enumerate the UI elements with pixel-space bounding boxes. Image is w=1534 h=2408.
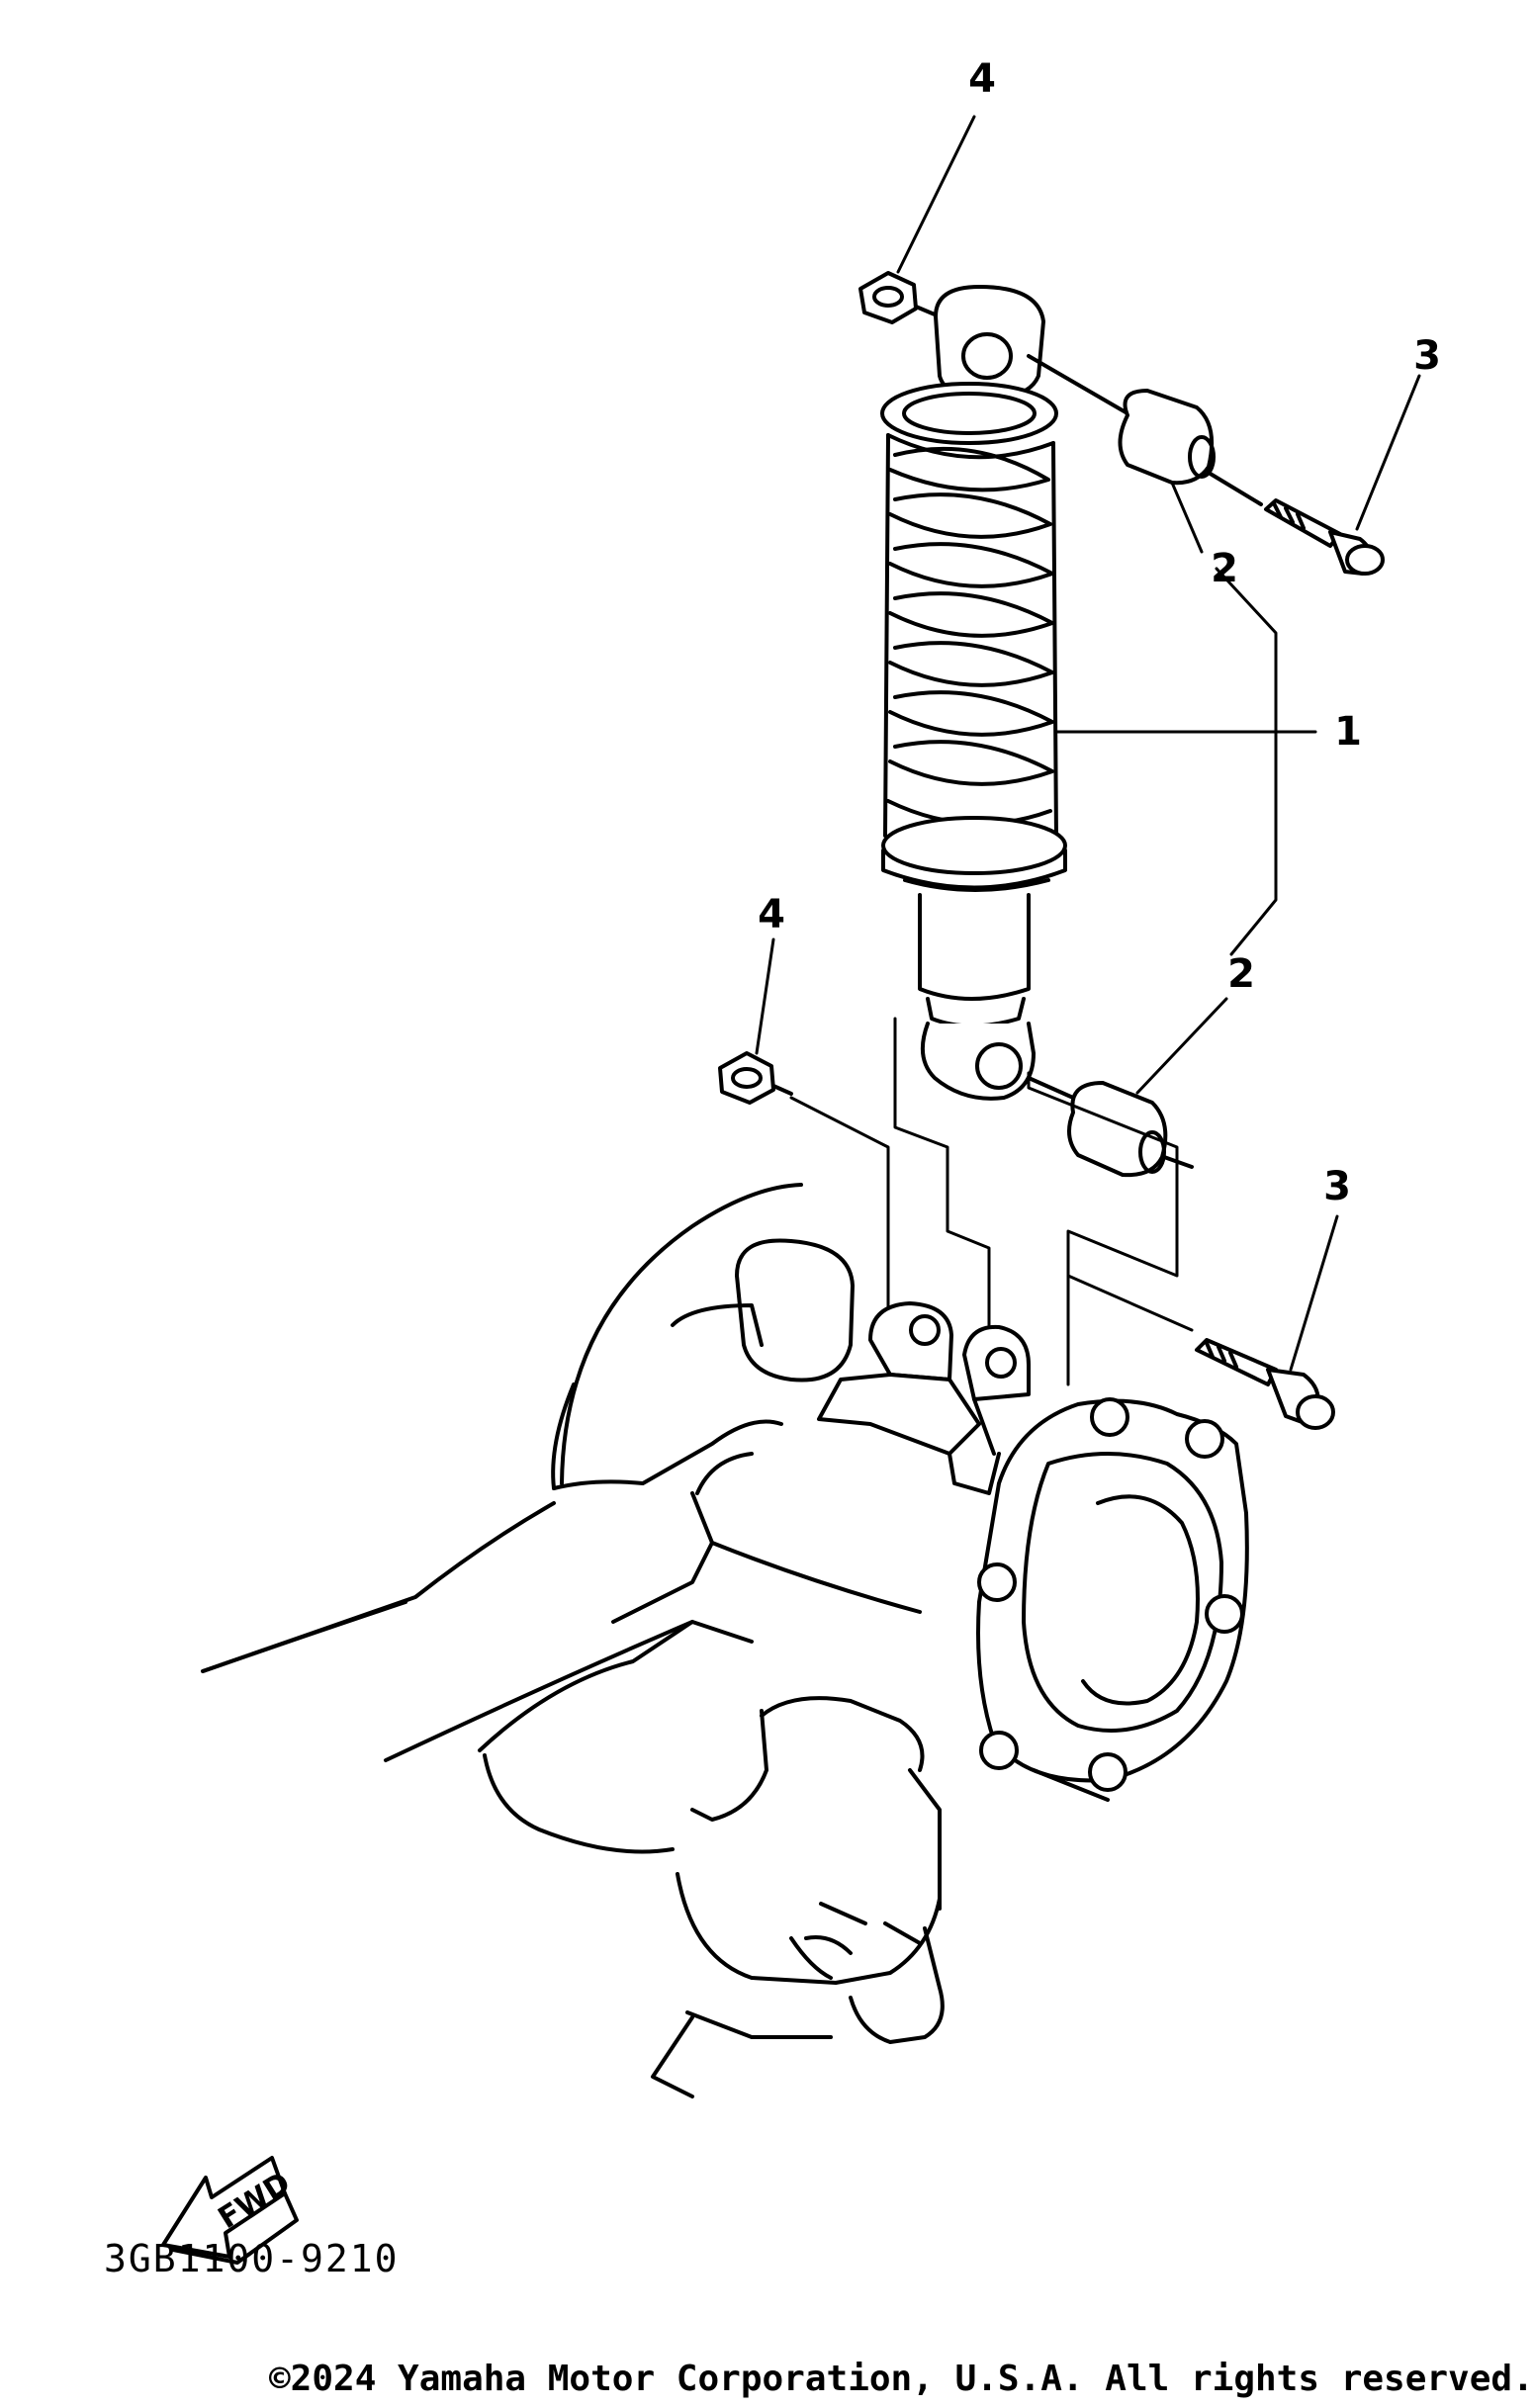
copyright-notice: ©2024 Yamaha Motor Corporation, U.S.A. A… xyxy=(269,2359,1534,2399)
callout-bushing-upper: 2 xyxy=(1211,546,1238,591)
callout-shock-absorber: 1 xyxy=(1334,709,1362,755)
axle-housing xyxy=(201,1183,1031,2098)
wheel-hub xyxy=(976,1397,1249,1802)
callout-bolt-upper: 3 xyxy=(1413,333,1441,379)
axle-tube xyxy=(201,1600,694,1762)
lower-bolt xyxy=(1195,1338,1335,1430)
upper-bolt xyxy=(1264,498,1385,576)
callout-bushing-lower: 2 xyxy=(1227,951,1255,997)
shock-top-eye xyxy=(934,285,1045,417)
callout-nut-lower: 4 xyxy=(758,892,785,937)
shock-body xyxy=(918,893,1036,1101)
rear-shock-exploded-diagram xyxy=(161,115,1421,2265)
lower-nut xyxy=(718,1051,793,1105)
drawing-number: 3GB1100-9210 xyxy=(104,2237,400,2280)
shock-spring xyxy=(880,382,1067,892)
callout-nut-upper: 4 xyxy=(968,56,996,102)
upper-nut xyxy=(858,271,937,324)
callout-bolt-lower: 3 xyxy=(1323,1164,1351,1209)
fwd-arrow-icon xyxy=(161,2156,299,2265)
lower-bushing xyxy=(1027,1076,1194,1178)
upper-bushing xyxy=(1027,354,1263,506)
